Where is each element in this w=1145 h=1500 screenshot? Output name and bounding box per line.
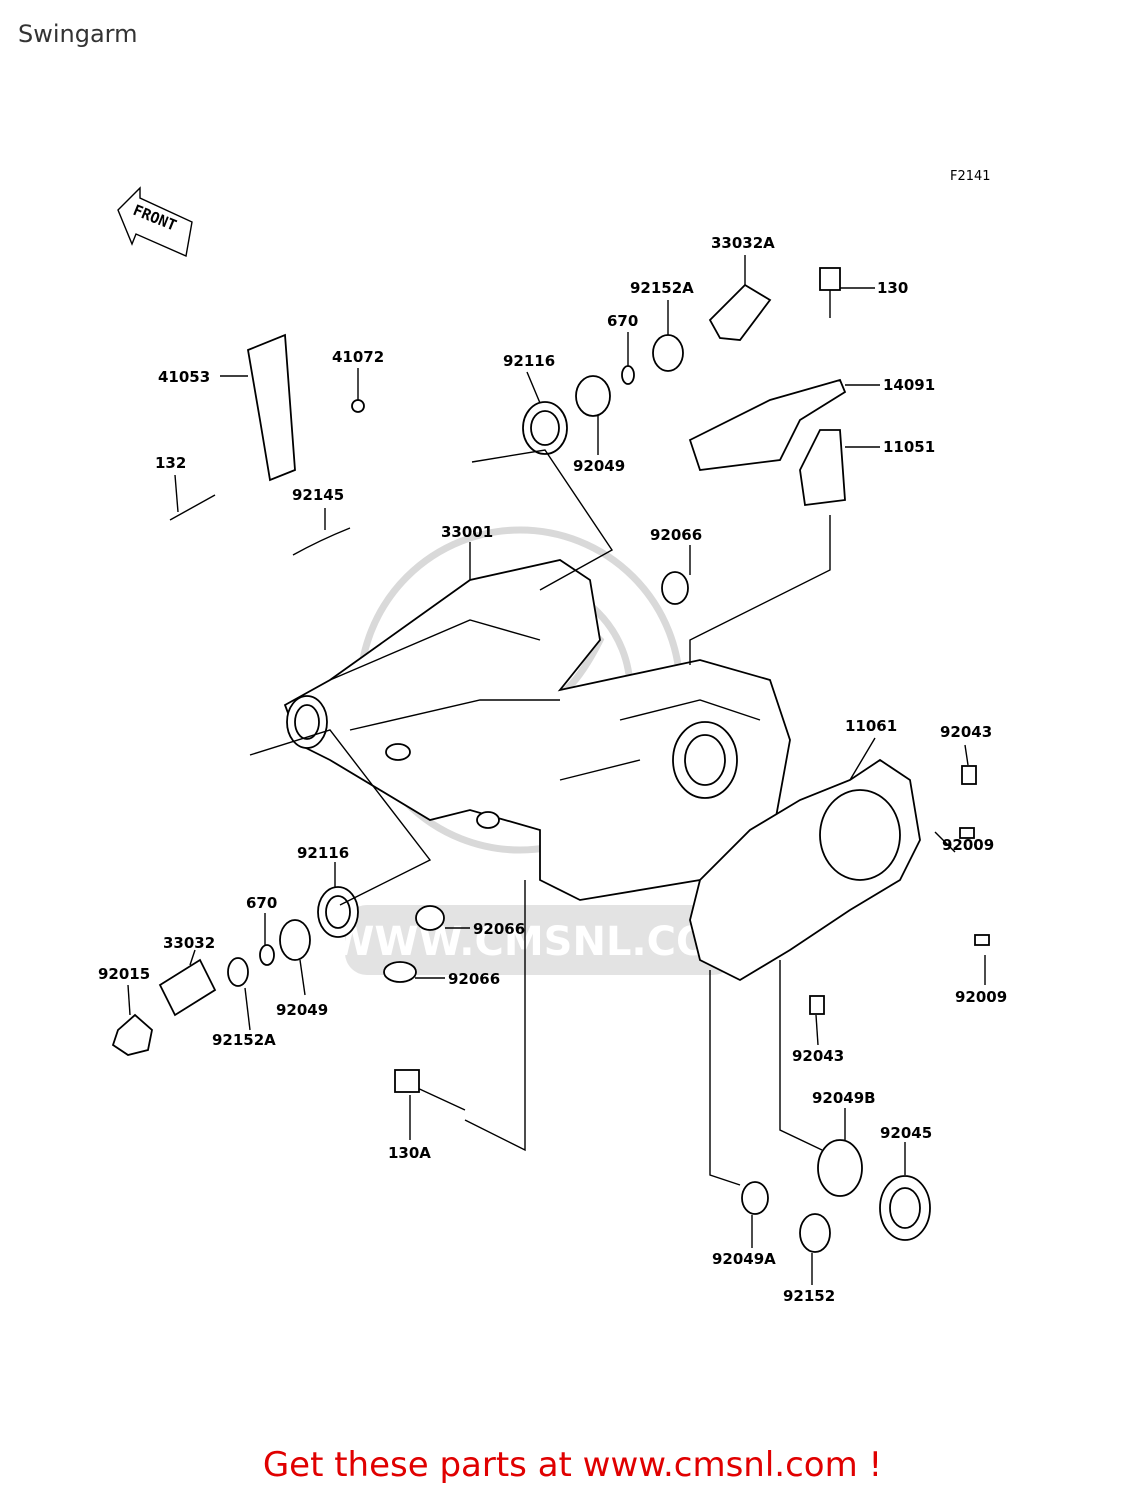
part-label: 670: [246, 894, 277, 912]
part-label: 92152: [783, 1287, 835, 1305]
part-label: 33032: [163, 934, 215, 952]
front-arrow-icon: FRONT: [117, 186, 193, 257]
ref-code: F2141: [950, 169, 991, 184]
part-label: 670: [607, 312, 638, 330]
part-label: 92116: [297, 844, 349, 862]
part-label: 92043: [940, 723, 992, 741]
part-label: 92015: [98, 965, 150, 983]
part-label: 130: [877, 279, 908, 297]
watermark-text: WWW.CMSNL.COM: [330, 919, 750, 965]
cover-gasket: [689, 758, 921, 982]
part-label: 11061: [845, 717, 897, 735]
part-label: 92009: [942, 836, 994, 854]
part-label: 92049A: [712, 1250, 776, 1268]
part-label: 33032A: [711, 234, 775, 252]
part-label: 92043: [792, 1047, 844, 1065]
footer-link[interactable]: Get these parts at www.cmsnl.com !: [262, 1445, 883, 1485]
swingarm-body: [283, 559, 791, 901]
page-title: Swingarm: [18, 20, 138, 48]
part-label: 130A: [388, 1144, 431, 1162]
part-label: 14091: [883, 376, 935, 394]
front-label: FRONT: [131, 201, 180, 235]
part-label: 41072: [332, 348, 384, 366]
part-label: 11051: [883, 438, 935, 456]
part-label: 33001: [441, 523, 493, 541]
part-label: 92009: [955, 988, 1007, 1006]
part-label: 92066: [473, 920, 525, 938]
part-label: 132: [155, 454, 186, 472]
part-labels: 33032A 130 92152A 670 92116 14091 41072 …: [98, 234, 1007, 1305]
part-label: 92049: [573, 457, 625, 475]
parts-upper: [169, 267, 847, 605]
part-label: 41053: [158, 368, 210, 386]
part-label: 92049B: [812, 1089, 876, 1107]
part-label: 92152A: [630, 279, 694, 297]
part-label: 92152A: [212, 1031, 276, 1049]
part-label: 92045: [880, 1124, 932, 1142]
leader-lines: [127, 255, 986, 1285]
part-label: 92066: [650, 526, 702, 544]
part-label: 92049: [276, 1001, 328, 1019]
part-label: 92145: [292, 486, 344, 504]
part-label: 92066: [448, 970, 500, 988]
part-label: 92116: [503, 352, 555, 370]
parts-lower: [111, 765, 990, 1253]
